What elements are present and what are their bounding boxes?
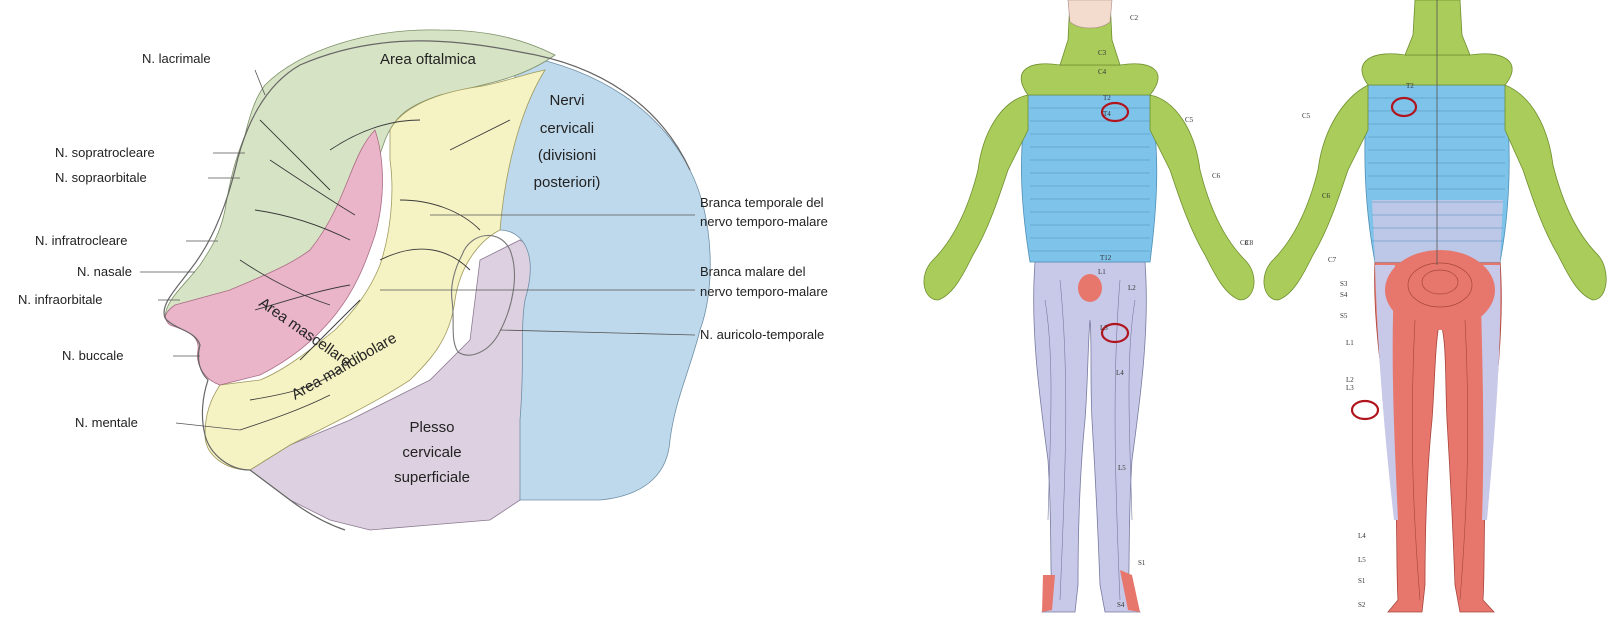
front-label-s1: S1 bbox=[1138, 559, 1146, 567]
back-label-l3: L3 bbox=[1346, 384, 1354, 392]
front-torso-thoracic bbox=[1021, 95, 1156, 262]
svg-text:superficiale: superficiale bbox=[394, 469, 470, 486]
leader-n-lacrimale bbox=[255, 70, 265, 95]
front-label-l4: L4 bbox=[1116, 369, 1124, 377]
back-dermatome-figure bbox=[1264, 0, 1606, 612]
label-branca-malare-2: nervo temporo-malare bbox=[700, 284, 828, 299]
front-label-c4: C4 bbox=[1098, 68, 1107, 76]
front-label-c6: C6 bbox=[1212, 172, 1221, 180]
front-label-l2: L2 bbox=[1128, 284, 1136, 292]
back-label-s1: S1 bbox=[1358, 577, 1366, 585]
label-n-mentale: N. mentale bbox=[75, 415, 138, 430]
front-genital-sacral bbox=[1078, 274, 1102, 302]
front-label-c5: C5 bbox=[1185, 116, 1194, 124]
back-label-l1: L1 bbox=[1346, 339, 1354, 347]
back-label-s4: S4 bbox=[1340, 291, 1348, 299]
label-n-infraorbitale: N. infraorbitale bbox=[18, 292, 103, 307]
head-diagram: Area oftalmica Area mascellare Area mand… bbox=[18, 30, 828, 530]
svg-text:cervicali: cervicali bbox=[540, 120, 594, 137]
label-n-sopratrocleare: N. sopratrocleare bbox=[55, 145, 155, 160]
front-dermatome-figure bbox=[924, 0, 1254, 612]
front-label-c2: C2 bbox=[1130, 14, 1139, 22]
svg-text:cervicale: cervicale bbox=[402, 444, 461, 461]
back-label-c8: C8 bbox=[1245, 239, 1254, 247]
label-n-buccale: N. buccale bbox=[62, 348, 123, 363]
back-label-s2: S2 bbox=[1358, 601, 1366, 609]
label-branca-malare-1: Branca malare del bbox=[700, 264, 806, 279]
front-label-l5: L5 bbox=[1118, 464, 1126, 472]
svg-text:Plesso: Plesso bbox=[409, 419, 454, 436]
front-label-s4: S4 bbox=[1117, 601, 1125, 609]
svg-text:Nervi: Nervi bbox=[549, 92, 584, 109]
label-n-nasale: N. nasale bbox=[77, 264, 132, 279]
back-label-t2: T2 bbox=[1406, 82, 1414, 90]
back-label-c7: C7 bbox=[1328, 256, 1337, 264]
back-label-s5: S5 bbox=[1340, 312, 1348, 320]
back-buttocks bbox=[1385, 250, 1495, 330]
svg-text:posteriori): posteriori) bbox=[534, 174, 601, 191]
back-neck bbox=[1405, 0, 1470, 55]
front-label-t2: T2 bbox=[1103, 94, 1111, 102]
front-label-t4: T4 bbox=[1103, 110, 1111, 118]
back-label-l5: L5 bbox=[1358, 556, 1366, 564]
label-branca-temporale-2: nervo temporo-malare bbox=[700, 214, 828, 229]
label-n-sopraorbitale: N. sopraorbitale bbox=[55, 170, 147, 185]
zone-label-oftalmica: Area oftalmica bbox=[380, 51, 477, 68]
label-n-auricolo-temporale: N. auricolo-temporale bbox=[700, 327, 824, 342]
svg-text:(divisioni: (divisioni bbox=[538, 147, 596, 164]
front-label-t12: T12 bbox=[1100, 254, 1112, 262]
front-label-l1: L1 bbox=[1098, 268, 1106, 276]
label-n-lacrimale: N. lacrimale bbox=[142, 51, 211, 66]
back-label-c5: C5 bbox=[1302, 112, 1311, 120]
back-highlight-circle-2 bbox=[1352, 401, 1378, 419]
front-label-l3: L3 bbox=[1100, 324, 1108, 332]
front-label-c3: C3 bbox=[1098, 49, 1107, 57]
back-label-s3: S3 bbox=[1340, 280, 1348, 288]
front-face bbox=[1068, 0, 1112, 28]
back-label-c6: C6 bbox=[1322, 192, 1331, 200]
back-label-l2: L2 bbox=[1346, 376, 1354, 384]
label-branca-temporale-1: Branca temporale del bbox=[700, 195, 824, 210]
label-n-infratrocleare: N. infratrocleare bbox=[35, 233, 127, 248]
back-label-l4: L4 bbox=[1358, 532, 1366, 540]
